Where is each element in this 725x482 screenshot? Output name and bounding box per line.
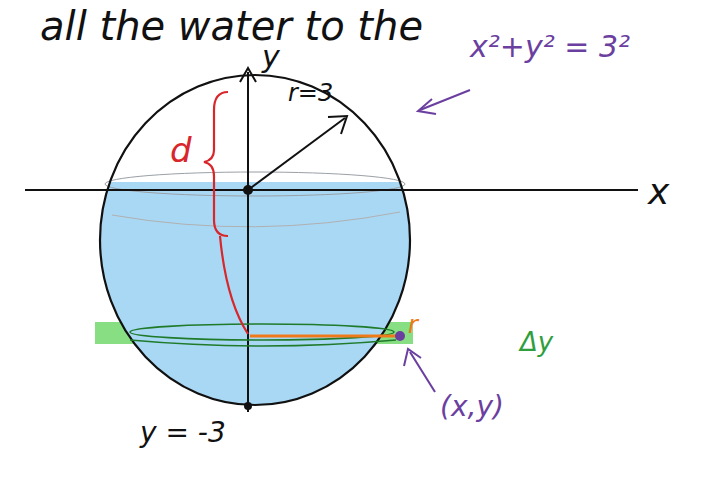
point-label: (x,y) <box>440 392 504 423</box>
water <box>100 182 410 405</box>
equator-line <box>112 212 400 227</box>
distance-brace <box>204 92 228 236</box>
slice-disk-bottom <box>130 340 396 346</box>
slice-disk <box>130 324 394 340</box>
bottom-label: y = -3 <box>140 418 226 449</box>
slice-thickness-label: Δy <box>520 328 553 357</box>
bottom-dot <box>244 402 252 410</box>
equation-label: x²+y² = 3² <box>470 30 630 63</box>
heading-fragment: all the water to the <box>40 4 423 48</box>
radius-arrowhead <box>328 116 347 134</box>
y-axis <box>247 72 249 412</box>
distance-label: d <box>170 132 192 169</box>
equation-leader-head <box>418 99 436 114</box>
point-leader <box>410 352 435 392</box>
x-axis <box>25 189 638 191</box>
radius-arrow <box>248 118 345 190</box>
point-leader-head <box>404 349 421 366</box>
distance-line <box>220 236 248 334</box>
y-axis-arrowhead <box>240 68 256 82</box>
axis-label: x <box>648 172 669 212</box>
radius-label: r <box>408 312 418 338</box>
equation-leader <box>420 90 470 110</box>
axis-label: y <box>262 40 280 73</box>
radius-label: r=3 <box>288 80 333 106</box>
sphere-outline <box>100 75 410 405</box>
slice-radius <box>250 335 396 338</box>
point-dot <box>395 331 405 341</box>
